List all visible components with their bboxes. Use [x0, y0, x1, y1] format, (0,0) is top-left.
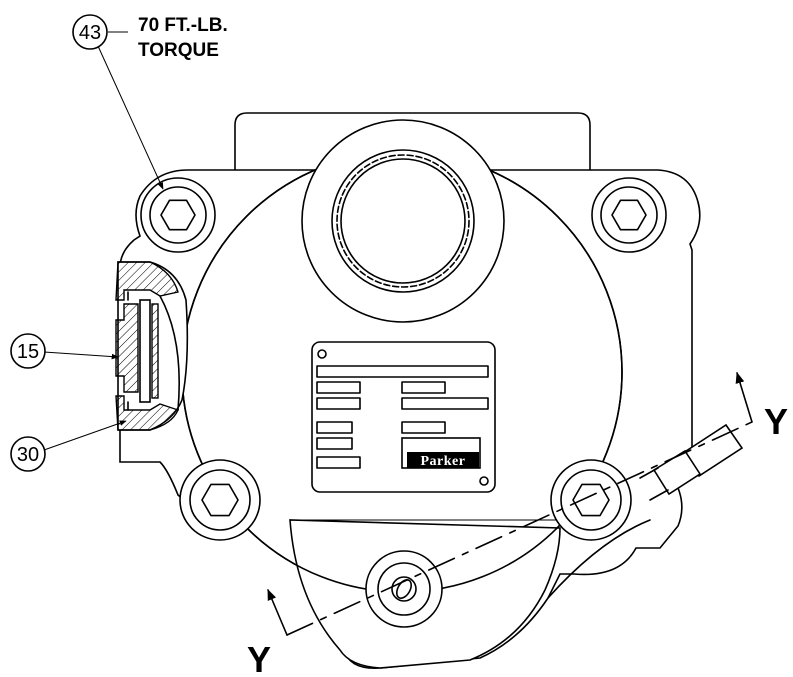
callout-15: 15 [10, 333, 46, 369]
section-label-left: Y [247, 639, 271, 677]
torque-note-line2: TORQUE [138, 40, 219, 61]
bolt-bottom-right [550, 459, 632, 541]
drain-boss [365, 550, 443, 628]
inlet-port-ring [331, 149, 475, 293]
leader-30 [43, 420, 127, 451]
callout-30: 30 [10, 436, 46, 472]
nameplate-brand: Parker [421, 454, 466, 469]
callout-43-label: 43 [79, 22, 101, 44]
callout-30-label: 30 [17, 444, 39, 466]
section-line-y [267, 371, 753, 636]
callout-15-label: 15 [17, 341, 39, 363]
leader-43 [97, 45, 164, 190]
section-cutaway [115, 261, 189, 431]
section-label-right: Y [764, 401, 788, 442]
bolt-top-right [591, 177, 667, 253]
nameplate: Parker [311, 341, 496, 493]
bolt-bottom-left [179, 459, 261, 541]
torque-note-line1: 70 FT.-LB. [138, 15, 228, 36]
callout-43: 43 [72, 14, 108, 50]
bolt-top-left [140, 177, 216, 253]
leader-15 [43, 351, 119, 360]
